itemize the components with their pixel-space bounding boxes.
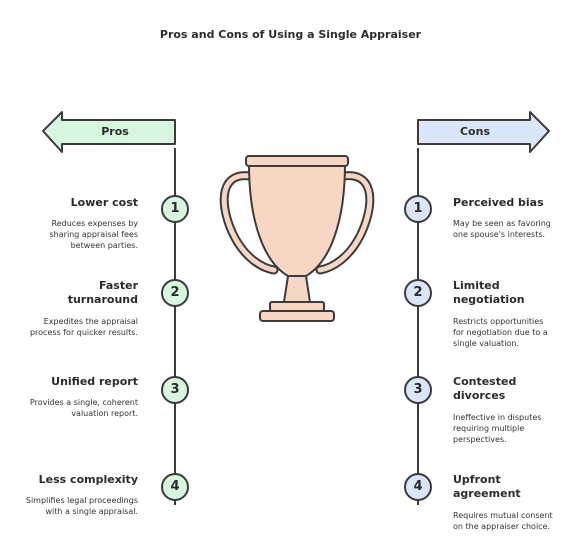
cons-item-title: Limited negotiation <box>453 279 525 306</box>
pros-arrow <box>42 111 176 153</box>
cons-item-description: May be seen as favoring one spouse's int… <box>453 219 551 239</box>
pros-item-description: Simplifies legal proceedings with a sing… <box>25 496 138 516</box>
pros-item-description: Expedites the appraisal process for quic… <box>29 317 138 337</box>
pros-item-title: Lower cost <box>70 196 138 209</box>
cons-arrow <box>417 111 550 153</box>
pros-label: Pros <box>101 125 129 138</box>
cons-number-badge: 2 <box>404 279 432 307</box>
cons-label: Cons <box>459 125 490 138</box>
cons-item-description: Restricts opportunities for negotiation … <box>453 317 548 348</box>
cons-item-description: Ineffective in disputes requiring multip… <box>453 413 542 444</box>
cons-item-description: Requires mutual consent on the appraiser… <box>453 511 553 531</box>
cons-item-title: Contested divorces <box>453 375 517 402</box>
pros-number-badge: 2 <box>161 279 189 307</box>
cons-item-title: Perceived bias <box>453 196 544 209</box>
pros-item-description: Provides a single, coherent valuation re… <box>29 398 138 418</box>
trophy-icon <box>219 155 375 322</box>
pros-number-badge: 4 <box>161 473 189 501</box>
cons-number-badge: 1 <box>404 195 432 223</box>
pros-number-badge: 1 <box>161 195 189 223</box>
pros-item-title: Faster turnaround <box>67 279 138 306</box>
pros-item-description: Reduces expenses by sharing appraisal fe… <box>49 219 138 250</box>
cons-number-badge: 3 <box>404 376 432 404</box>
cons-number-badge: 4 <box>404 473 432 501</box>
pros-number-badge: 3 <box>161 376 189 404</box>
pros-item-title: Less complexity <box>38 473 138 486</box>
diagram-title: Pros and Cons of Using a Single Appraise… <box>159 28 422 41</box>
pros-item-title: Unified report <box>51 375 138 388</box>
cons-item-title: Upfront agreement <box>453 473 521 500</box>
